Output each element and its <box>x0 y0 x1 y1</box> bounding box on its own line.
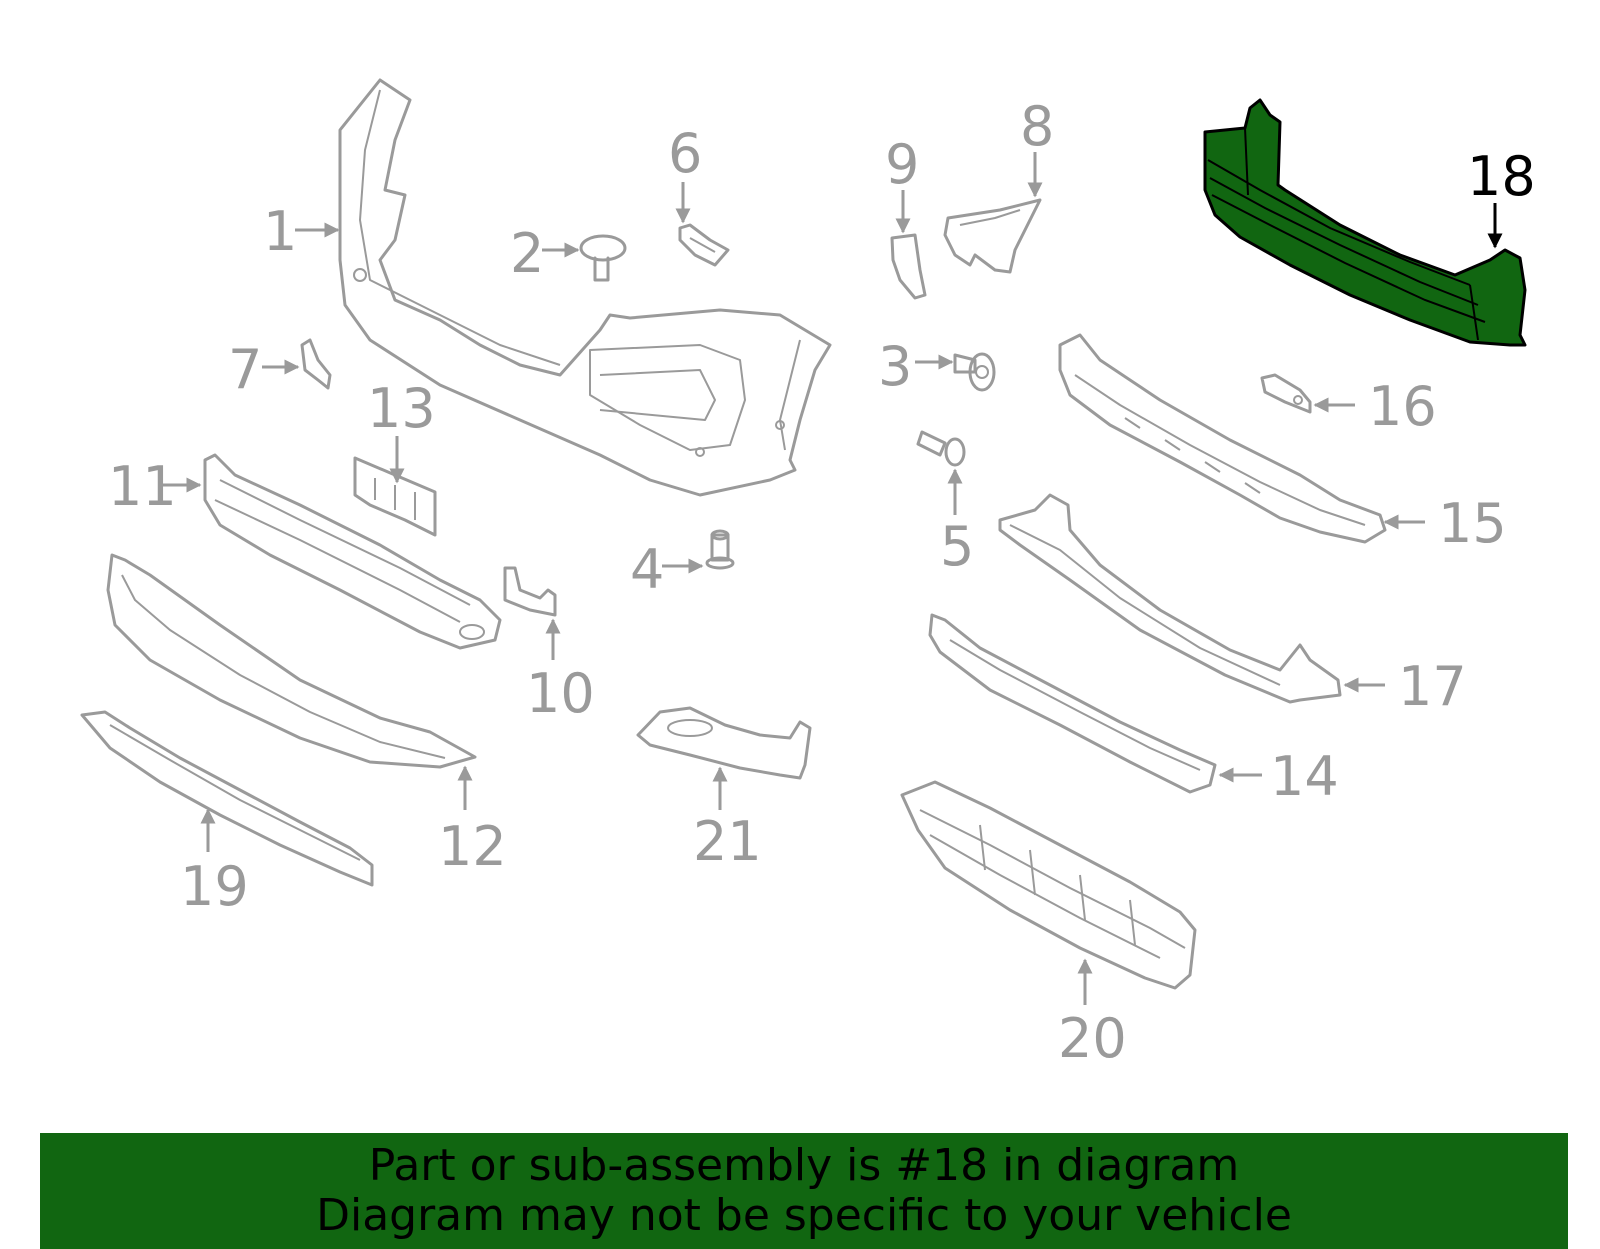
part-12-lower-trim <box>106 553 477 769</box>
callout-14: 14 <box>1270 745 1339 808</box>
part-21-fog-bracket <box>636 706 812 780</box>
part-8-bracket <box>943 198 1042 274</box>
callout-15: 15 <box>1438 492 1507 555</box>
part-11-grille <box>203 453 502 650</box>
banner-line-1: Part or sub-assembly is #18 in diagram <box>368 1140 1240 1191</box>
info-banner: Part or sub-assembly is #18 in diagram D… <box>40 1133 1568 1249</box>
part-16-bracket <box>1260 373 1312 414</box>
part-4-pin <box>705 529 735 570</box>
part-2-push-clip <box>579 234 627 282</box>
callout-20: 20 <box>1058 1007 1127 1070</box>
callout-4: 4 <box>630 538 664 601</box>
part-9-bracket <box>890 233 927 300</box>
part-1-bumper-cover <box>338 78 832 497</box>
part-3-clip <box>953 352 996 392</box>
callout-12: 12 <box>438 815 507 878</box>
part-5-screw <box>916 430 966 467</box>
callout-18: 18 <box>1467 145 1536 208</box>
part-20-air-guide <box>900 780 1197 990</box>
callout-5: 5 <box>940 515 974 578</box>
callout-9: 9 <box>885 133 919 196</box>
part-19-lower-strip <box>80 710 374 887</box>
part-7-clip <box>300 338 332 390</box>
part-18-impact-bar <box>1203 98 1527 347</box>
callout-2: 2 <box>510 222 544 285</box>
part-6-bracket <box>678 223 730 267</box>
callout-1: 1 <box>263 200 297 263</box>
callout-11: 11 <box>108 455 177 518</box>
callout-6: 6 <box>668 122 702 185</box>
part-17-rail <box>998 493 1342 704</box>
part-10-bracket <box>503 566 557 617</box>
part-15-energy-absorber <box>1058 333 1387 544</box>
callout-3: 3 <box>878 335 912 398</box>
callout-17: 17 <box>1398 655 1467 718</box>
banner-line-2: Diagram may not be specific to your vehi… <box>316 1190 1292 1241</box>
part-14-absorber <box>928 613 1217 794</box>
part-13-plate-bracket <box>353 456 437 537</box>
callout-21: 21 <box>693 810 762 873</box>
callout-10: 10 <box>526 662 595 725</box>
callout-8: 8 <box>1020 95 1054 158</box>
callout-7: 7 <box>228 338 262 401</box>
callout-19: 19 <box>180 855 249 918</box>
callout-16: 16 <box>1368 375 1437 438</box>
callout-13: 13 <box>367 377 436 440</box>
